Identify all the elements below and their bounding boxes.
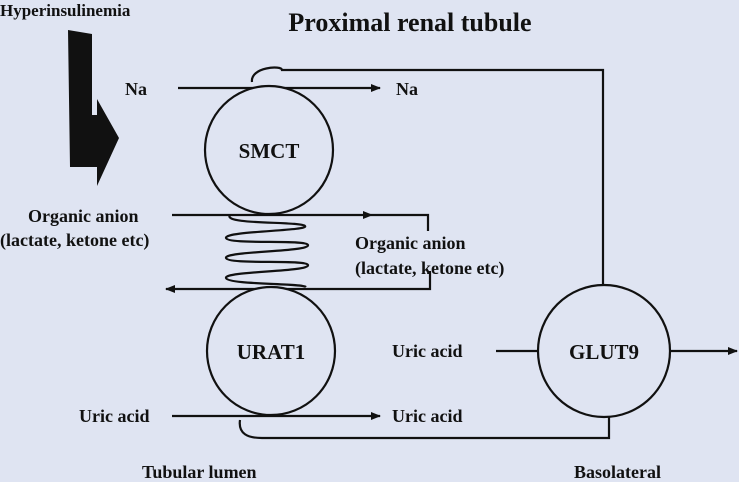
smct-transporter [203, 84, 335, 216]
tubular-lumen-label: Tubular lumen [142, 462, 257, 482]
na-output-label: Na [396, 79, 418, 99]
transporter-coupling-coil [224, 213, 310, 289]
uric-acid-glut9-label: Uric acid [392, 341, 462, 361]
diagram-title: Proximal renal tubule [288, 8, 531, 37]
hyperinsulinemia-arrow [68, 30, 119, 186]
organic-anion-in-detail: (lactate, ketone etc) [0, 230, 149, 251]
na-input-label: Na [125, 79, 147, 99]
organic-anion-in-label: Organic anion [28, 206, 139, 226]
urat1-glut9-coupling-line [238, 416, 611, 440]
basolateral-label: Basolateral [574, 462, 661, 482]
urat1-label: URAT1 [237, 340, 305, 364]
hyperinsulinemia-label: Hyperinsulinemia [0, 1, 131, 20]
glut9-label: GLUT9 [569, 340, 639, 364]
organic-anion-out-label: Organic anion [355, 233, 466, 253]
uric-acid-input-label: Uric acid [79, 406, 149, 426]
smct-glut9-coupling-line [250, 66, 605, 288]
smct-label: SMCT [239, 139, 300, 163]
organic-anion-out-detail: (lactate, ketone etc) [355, 258, 504, 279]
uric-acid-output-label: Uric acid [392, 406, 462, 426]
